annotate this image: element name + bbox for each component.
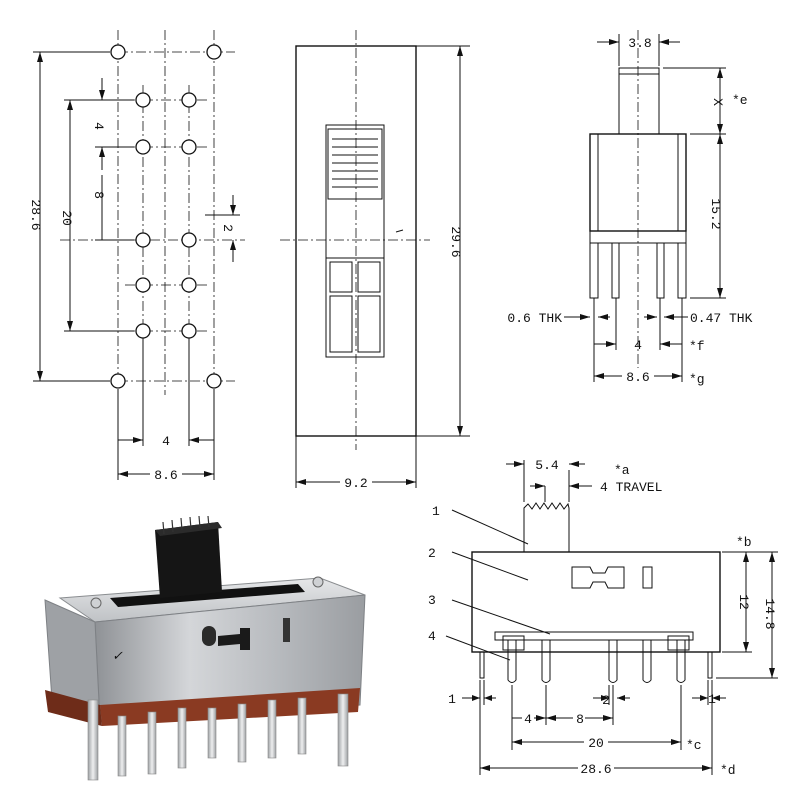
thk-right: 0.47 THK (690, 311, 753, 326)
mount-hole (110, 44, 126, 60)
dim-overall-height: 28.6 (28, 199, 43, 230)
callout-3: 3 (428, 593, 436, 608)
dim-8: 8 (576, 712, 584, 727)
dim-offset-2: 2 (220, 224, 235, 232)
dim-top-width: 9.2 (344, 476, 367, 491)
side-knob (618, 67, 660, 135)
dim-side-width: 8.6 (626, 370, 649, 385)
elevation-knob (523, 502, 570, 552)
dim-20: 20 (588, 736, 604, 751)
callout-1: 1 (432, 504, 440, 519)
dim-knob-width: 3.8 (628, 36, 651, 51)
hole-pattern-view: 28.6 20 4 8 2 4 (28, 30, 245, 483)
dim-height-12: 12 (736, 594, 751, 610)
photo-pins (87, 693, 349, 781)
top-view: 29.6 9.2 (280, 30, 470, 491)
callout-4: 4 (428, 629, 436, 644)
dim-outer-width: 8.6 (154, 468, 177, 483)
elevation-pins (479, 640, 713, 683)
mount-hole (206, 373, 222, 389)
dim-knob-5-4: 5.4 (535, 458, 559, 473)
side-view: 3.8 X *e 15.2 0.6 THK 0.47 THK (507, 30, 753, 387)
mount-hole (206, 44, 222, 60)
dim-28-6: 28.6 (580, 762, 611, 777)
svg-text:✓: ✓ (112, 648, 123, 663)
dim-top-height: 29.6 (448, 226, 463, 257)
front-elevation-view: 1 2 3 4 5.4 *a 4 TRAVEL 12 14.8 *b (428, 458, 778, 778)
dim-20-note: *c (686, 738, 702, 753)
elevation-body (471, 551, 721, 653)
dim-pin-spacing-note: *f (689, 339, 705, 354)
pin-holes (135, 92, 197, 339)
slide-switch-photo: ✓ (44, 515, 366, 781)
dim-pitch-8: 8 (91, 191, 106, 199)
dim-side-width-note: *g (689, 372, 705, 387)
photo-knob (155, 522, 222, 598)
dim-body-height: 15.2 (708, 198, 723, 229)
travel-label: 4 TRAVEL (600, 480, 662, 495)
travel-note: *a (614, 463, 630, 478)
knob-ribs (332, 138, 378, 188)
dim-1-right: 1 (708, 692, 716, 707)
dim-28-6-note: *d (720, 763, 736, 778)
mount-hole (110, 373, 126, 389)
dim-knob-height: X (710, 98, 725, 106)
height-note: *b (736, 535, 752, 550)
dim-1-left: 1 (448, 692, 456, 707)
dim-2: 2 (602, 693, 610, 708)
dim-inner-width: 4 (162, 434, 170, 449)
dim-height-14-8: 14.8 (762, 598, 777, 629)
slider-knob (327, 128, 383, 200)
dim-4: 4 (524, 712, 532, 727)
thk-left: 0.6 THK (507, 311, 562, 326)
dim-knob-height-note: *e (732, 93, 748, 108)
callout-2: 2 (428, 546, 436, 561)
dim-pitch-4: 4 (91, 122, 106, 130)
dim-hole-span: 20 (59, 210, 74, 226)
dim-pin-spacing: 4 (634, 338, 642, 353)
